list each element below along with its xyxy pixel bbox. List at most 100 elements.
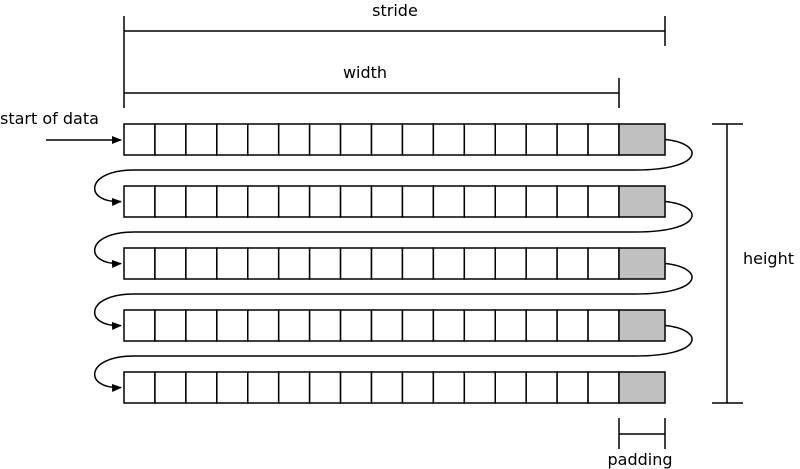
width-label: width (343, 63, 387, 82)
data-cell (277, 123, 311, 156)
data-cell (339, 247, 373, 280)
data-cell (556, 371, 589, 404)
data-cell (525, 185, 558, 218)
data-cell (587, 123, 620, 156)
data-cell (216, 371, 249, 404)
row-wrap-arrow (93, 324, 693, 392)
height-label: height (743, 249, 794, 268)
data-cell (339, 123, 373, 156)
data-cell (308, 123, 342, 156)
data-cell (308, 185, 342, 218)
row-wrap-connectors (93, 138, 693, 392)
data-cell (463, 123, 496, 156)
data-cell (185, 371, 218, 404)
data-cell (247, 185, 280, 218)
data-cell (370, 123, 404, 156)
data-cell (463, 247, 496, 280)
padding-cell (618, 371, 666, 404)
data-cell (339, 371, 373, 404)
memory-row (123, 123, 666, 156)
data-cell (277, 371, 311, 404)
data-cell (587, 309, 620, 342)
data-cell (216, 247, 249, 280)
data-cell (463, 185, 496, 218)
data-cell (587, 371, 620, 404)
data-cell (556, 123, 589, 156)
memory-row (123, 247, 666, 280)
data-cell (401, 247, 435, 280)
row-wrap-arrow (93, 200, 693, 268)
data-cell (494, 123, 527, 156)
data-cell (401, 185, 435, 218)
data-cell (123, 309, 156, 342)
data-cell (308, 309, 342, 342)
height-dimension: height (712, 123, 794, 404)
data-cell (339, 309, 373, 342)
data-cell (277, 247, 311, 280)
data-cell (185, 247, 218, 280)
start-of-data-pointer: start of data (0, 109, 122, 144)
data-cell (525, 309, 558, 342)
data-cell (587, 185, 620, 218)
data-cell (370, 247, 404, 280)
data-cell (123, 247, 156, 280)
data-cell (370, 371, 404, 404)
data-cell (556, 185, 589, 218)
data-cell (247, 309, 280, 342)
data-cell (154, 123, 187, 156)
data-cell (525, 371, 558, 404)
data-cell (432, 185, 466, 218)
data-cell (277, 309, 311, 342)
width-dimension: width (124, 63, 620, 108)
data-cell (185, 309, 218, 342)
data-cell (247, 247, 280, 280)
data-cell (494, 309, 527, 342)
padding-cell (618, 185, 666, 218)
data-cell (308, 371, 342, 404)
data-cell (525, 247, 558, 280)
start-of-data-label: start of data (0, 109, 99, 128)
data-cell (216, 309, 249, 342)
padding-cell (618, 309, 666, 342)
stride-dimension: stride (123, 1, 666, 108)
memory-rows (123, 123, 666, 404)
data-cell (277, 185, 311, 218)
data-cell (247, 371, 280, 404)
data-cell (432, 371, 466, 404)
memory-row (123, 371, 666, 404)
row-wrap-arrow (93, 262, 693, 330)
data-cell (556, 309, 589, 342)
stride-label: stride (372, 1, 418, 20)
memory-row (123, 185, 666, 218)
data-cell (494, 371, 527, 404)
data-cell (185, 123, 218, 156)
data-cell (216, 185, 249, 218)
data-cell (216, 123, 249, 156)
data-cell (154, 309, 187, 342)
data-cell (401, 123, 435, 156)
data-cell (432, 309, 466, 342)
data-cell (154, 247, 187, 280)
padding-cell (618, 123, 666, 156)
data-cell (339, 185, 373, 218)
data-cell (154, 371, 187, 404)
data-cell (432, 247, 466, 280)
data-cell (463, 309, 496, 342)
data-cell (587, 247, 620, 280)
memory-row (123, 309, 666, 342)
data-cell (123, 185, 156, 218)
data-cell (432, 123, 466, 156)
data-cell (308, 247, 342, 280)
data-cell (154, 185, 187, 218)
data-cell (463, 371, 496, 404)
data-cell (370, 309, 404, 342)
data-cell (401, 371, 435, 404)
data-cell (123, 371, 156, 404)
data-cell (494, 185, 527, 218)
padding-dimension: padding (607, 418, 673, 469)
data-cell (247, 123, 280, 156)
data-cell (123, 123, 156, 156)
data-cell (494, 247, 527, 280)
data-cell (370, 185, 404, 218)
